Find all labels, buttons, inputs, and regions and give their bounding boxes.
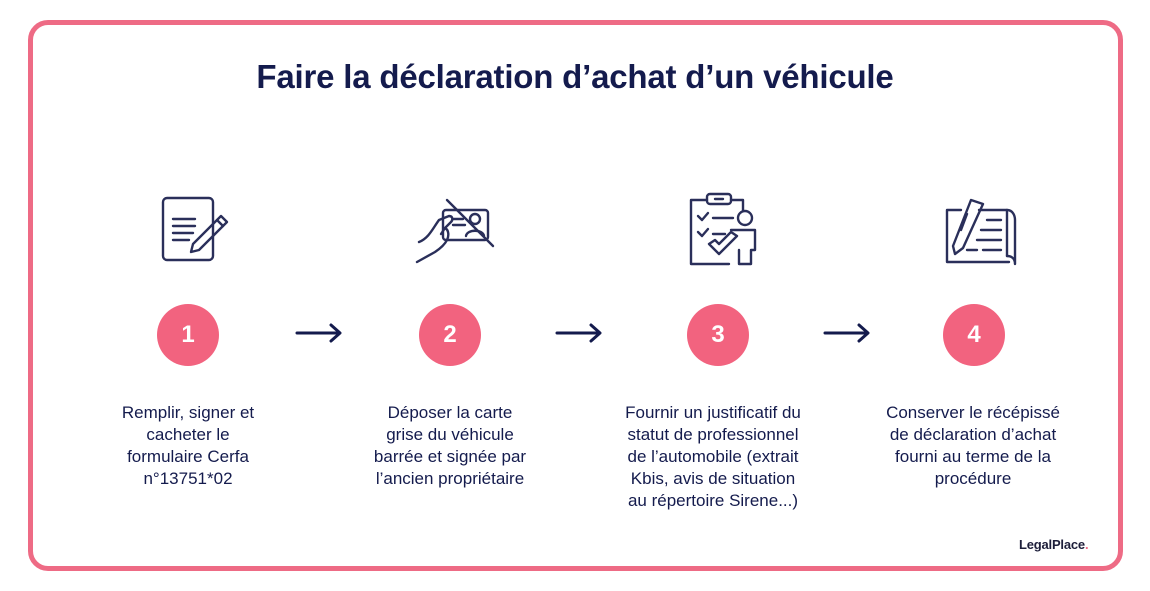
arrow-right-icon (823, 322, 871, 344)
step-4-number-badge: 4 (943, 304, 1005, 366)
clipboard-checklist-person-icon (673, 186, 763, 270)
step-1-description: Remplir, signer et cacheter le formulair… (121, 403, 255, 488)
document-signing-pen-icon (929, 186, 1019, 270)
step-1-number-badge: 1 (157, 304, 219, 366)
hand-holding-crossed-card-icon (405, 186, 495, 270)
arrow-right-icon (555, 322, 603, 344)
step-4-description: Conserver le récépissé de déclaration d’… (886, 403, 1060, 488)
step-3-number-badge: 3 (687, 304, 749, 366)
step-2-number-badge: 2 (419, 304, 481, 366)
arrow-right-icon (295, 322, 343, 344)
step-3-description: Fournir un justificatif du statut de pro… (625, 403, 801, 510)
infographic-frame (28, 20, 1123, 571)
legalplace-logo: LegalPlace. (1019, 537, 1089, 552)
step-2-description: Déposer la carte grise du véhicule barré… (373, 403, 527, 488)
page-title: Faire la déclaration d’achat d’un véhicu… (256, 58, 894, 95)
form-with-pencil-icon (143, 186, 233, 270)
